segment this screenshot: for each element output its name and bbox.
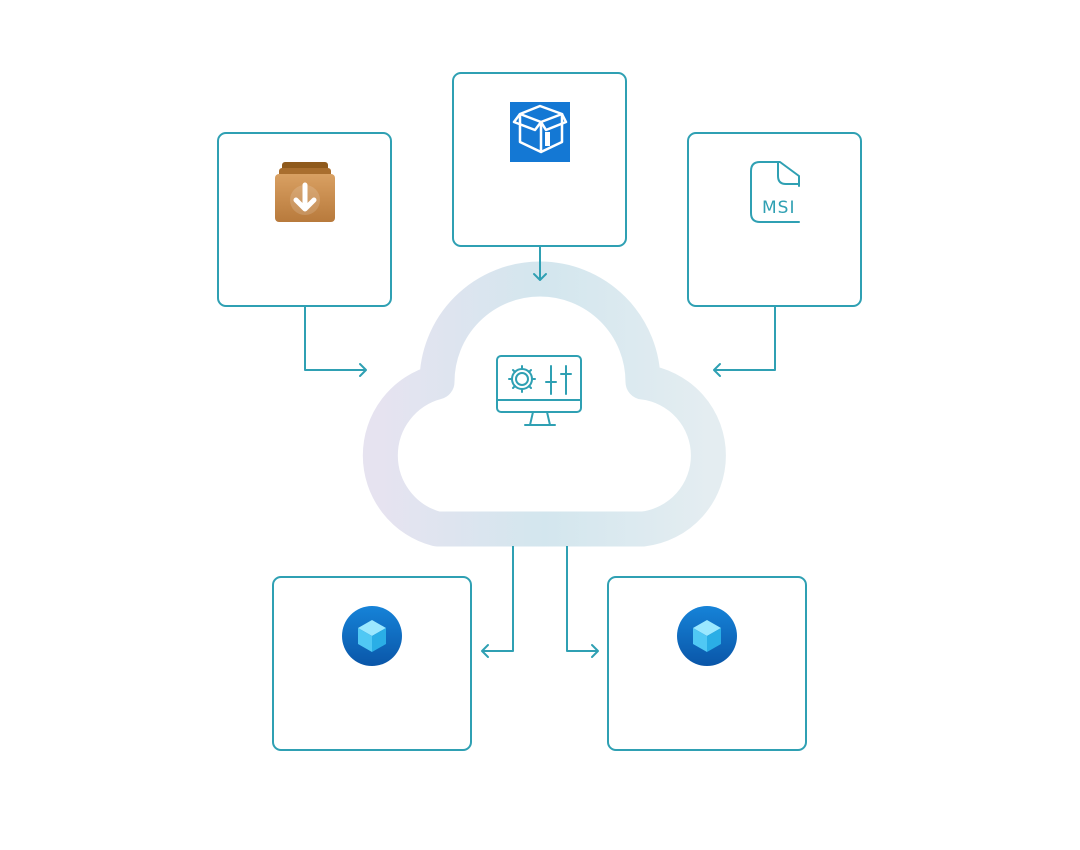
edge-cloud-to-target-right [566, 546, 599, 658]
cloud-service-node [362, 261, 726, 547]
source-archive-node [217, 132, 392, 307]
monitor-settings-icon [496, 355, 582, 426]
target-left-node [272, 576, 472, 751]
cloud-shape [362, 261, 726, 547]
msi-file-icon: MSI [750, 161, 800, 223]
edge-archive-to-cloud [304, 306, 367, 377]
edge-cloud-to-target-left [481, 546, 514, 658]
source-msi-node: MSI [687, 132, 862, 307]
source-package-node [452, 72, 627, 247]
msi-file-label: MSI [762, 198, 795, 218]
box-package-icon [510, 102, 570, 162]
edge-package-to-cloud [533, 246, 547, 281]
edge-msi-to-cloud [713, 306, 776, 377]
archive-download-icon [275, 162, 335, 222]
azure-cube-icon [677, 606, 737, 666]
azure-cube-icon [342, 606, 402, 666]
target-right-node [607, 576, 807, 751]
